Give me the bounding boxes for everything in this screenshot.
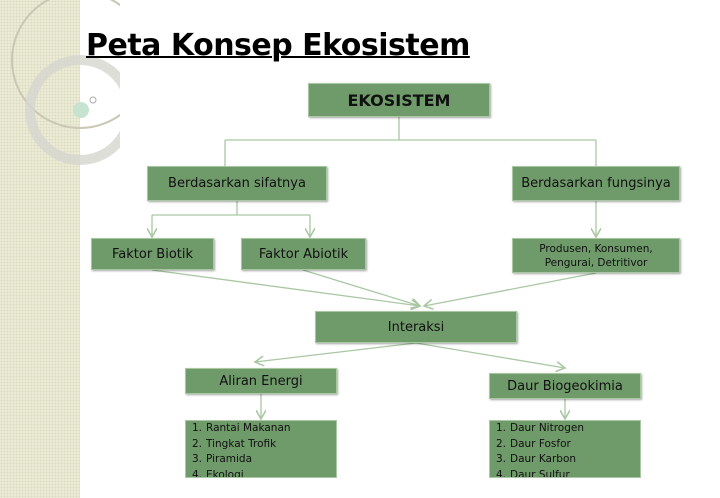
node-ekosistem: EKOSISTEM — [308, 83, 490, 117]
node-daur-biogeokimia: Daur Biogeokimia — [489, 373, 641, 399]
node-faktor-biotik: Faktor Biotik — [91, 238, 214, 270]
decorative-circles — [11, 0, 120, 165]
list-item: 3.Piramida — [192, 453, 253, 465]
node-produsen-konsumen: Produsen, Konsumen, Pengurai, Detritivor — [512, 238, 680, 273]
aliran-energi-list: 1.Rantai Makanan 2.Tingkat Trofik 3.Pira… — [185, 420, 337, 478]
list-item: 2.Tingkat Trofik — [192, 437, 277, 450]
list-item: 2.Daur Fosfor — [496, 437, 571, 450]
node-interaksi: Interaksi — [315, 311, 517, 343]
node-berdasarkan-sifatnya: Berdasarkan sifatnya — [147, 166, 327, 201]
list-item: 1.Daur Nitrogen — [496, 422, 585, 434]
list-item: 4.Daur Sulfur — [496, 468, 570, 478]
list-item: 4.Ekologi — [192, 468, 244, 478]
node-aliran-energi: Aliran Energi — [185, 368, 337, 394]
list-item: 1.Rantai Makanan — [192, 422, 291, 434]
node-faktor-abiotik: Faktor Abiotik — [241, 238, 366, 270]
daur-biogeokimia-list: 1.Daur Nitrogen 2.Daur Fosfor 3.Daur Kar… — [489, 420, 641, 478]
page-title: Peta Konsep Ekosistem — [86, 28, 470, 63]
node-berdasarkan-fungsinya: Berdasarkan fungsinya — [512, 166, 680, 201]
list-item: 3.Daur Karbon — [496, 453, 577, 465]
